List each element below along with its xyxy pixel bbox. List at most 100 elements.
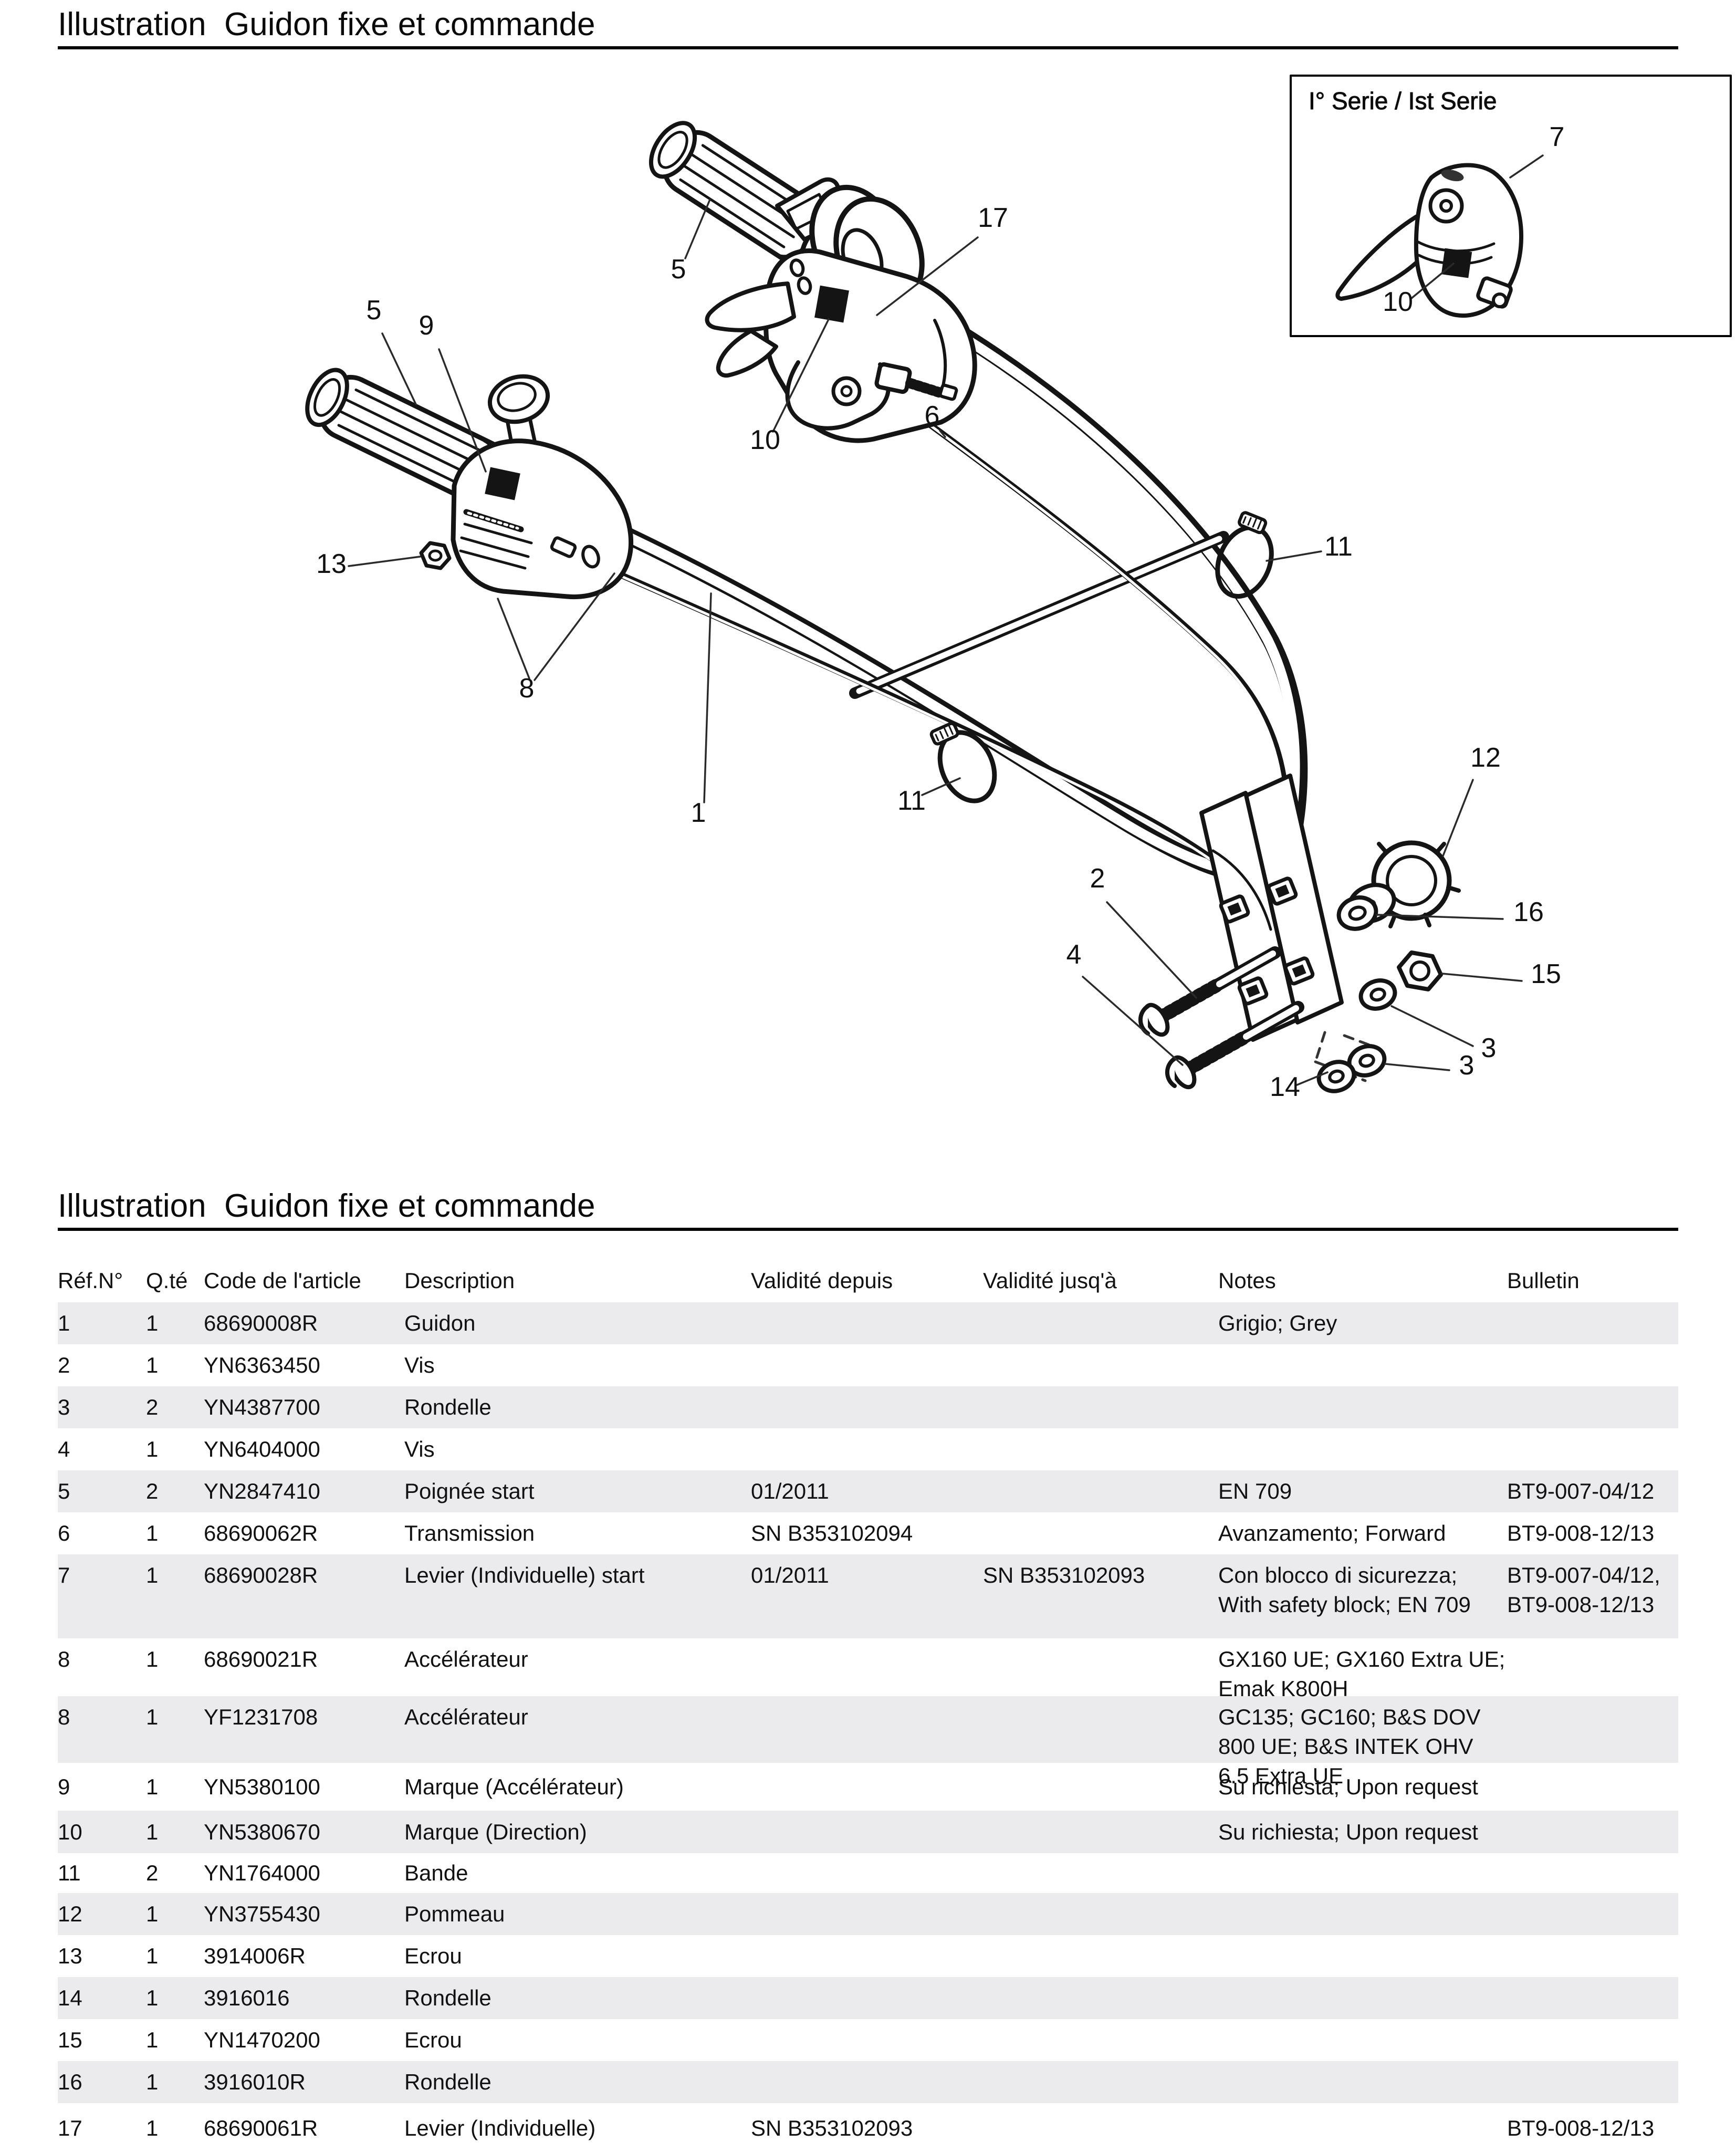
cell-from: SN B353102093 <box>751 2115 913 2140</box>
cell-desc: Accélérateur <box>404 1647 528 1671</box>
leader-lines <box>348 154 1544 1086</box>
cell-bulletin <box>1507 1638 1678 1645</box>
cell-bulletin: BT9-008-12/13 <box>1507 2115 1655 2140</box>
cell-qty: 1 <box>146 2115 159 2140</box>
cell-code: YN1764000 <box>204 1861 320 1885</box>
callout-10-lever: 10 <box>750 425 780 455</box>
cell-ref: 1 <box>58 1311 70 1335</box>
cell-qty: 2 <box>146 1395 159 1419</box>
cell-ref: 8 <box>58 1647 70 1671</box>
cell-ref: 10 <box>58 1819 82 1844</box>
start-lever-assembly <box>451 374 634 600</box>
callout-10-inset: 10 <box>1383 287 1413 317</box>
cell-ref: 7 <box>58 1563 70 1587</box>
cell-desc: Ecrou <box>404 1943 462 1968</box>
cell-from: 01/2011 <box>751 1479 829 1503</box>
cell-code: YN3755430 <box>204 1901 320 1926</box>
cell-desc: Levier (Individuelle) start <box>404 1563 645 1587</box>
throttle-lever-assembly <box>705 177 977 443</box>
cell-notes: Grigio; Grey <box>1218 1311 1337 1335</box>
cell-desc: Rondelle <box>404 1985 491 2010</box>
cell-to <box>983 1638 1218 1645</box>
handlebar-mount-bracket <box>1199 774 1344 1042</box>
cell-to <box>983 1696 1218 1702</box>
cell-desc: Rondelle <box>404 1395 491 1419</box>
header-qty: Q.té <box>146 1268 188 1293</box>
washer-16 <box>1336 895 1378 931</box>
cell-desc: Guidon <box>404 1311 476 1335</box>
cell-code: YN6404000 <box>204 1437 320 1461</box>
cell-code: 3916010R <box>204 2070 306 2094</box>
bracket-holes <box>1219 876 1315 1006</box>
handlebar-cross-brace <box>849 531 1229 699</box>
header-valid-to: Validité jusq'à <box>983 1268 1117 1293</box>
callout-11-right: 11 <box>1324 531 1353 562</box>
start-lever-label-patch <box>485 467 520 500</box>
cell-code: YF1231708 <box>204 1705 318 1729</box>
callout-7-inset: 7 <box>1550 122 1565 152</box>
header-notes: Notes <box>1218 1268 1276 1293</box>
cell-from <box>751 1696 983 1702</box>
cell-qty: 1 <box>146 1563 159 1587</box>
cell-code: 68690021R <box>204 1647 318 1671</box>
cell-desc: Transmission <box>404 1521 535 1545</box>
cell-qty: 1 <box>146 2070 159 2094</box>
cell-desc: Bande <box>404 1861 468 1885</box>
table-header-row: Réf.N° Q.té Code de l'article Descriptio… <box>58 1259 1678 1302</box>
cell-ref: 16 <box>58 2070 82 2094</box>
callout-12: 12 <box>1470 743 1501 773</box>
table-title: Illustration Guidon fixe et commande <box>58 1188 595 1224</box>
callout-16: 16 <box>1513 897 1544 927</box>
cell-desc: Vis <box>404 1437 435 1461</box>
cell-qty: 1 <box>146 1774 159 1799</box>
inset-box <box>1290 75 1732 337</box>
parts-table: Réf.N° Q.té Code de l'article Descriptio… <box>58 1259 1678 2153</box>
cell-code: 68690061R <box>204 2115 318 2140</box>
cell-notes: EN 709 <box>1218 1479 1292 1503</box>
callout-4: 4 <box>1066 939 1082 970</box>
band-clamp-left <box>929 722 997 803</box>
callout-1: 1 <box>691 798 706 828</box>
cell-notes: GX160 UE; GX160 Extra UE; Emak K800H <box>1218 1647 1505 1701</box>
cell-ref: 9 <box>58 1774 70 1799</box>
cell-code: 3916016 <box>204 1985 290 2010</box>
washer-3-upper <box>1358 978 1397 1011</box>
cell-qty: 1 <box>146 1647 159 1671</box>
cell-notes: Con blocco di sicurezza; With safety blo… <box>1218 1563 1471 1617</box>
diagram-canvas: I° Serie / Ist Serie 5171059138611111241… <box>305 75 1732 1102</box>
cell-from: SN B353102094 <box>751 1521 913 1545</box>
throttle-label-patch <box>814 285 849 323</box>
cell-from <box>751 1638 983 1645</box>
cell-ref: 15 <box>58 2027 82 2052</box>
callout-13: 13 <box>316 549 347 579</box>
callout-3-upper: 3 <box>1481 1033 1497 1063</box>
cell-ref: 3 <box>58 1395 70 1419</box>
cell-desc: Poignée start <box>404 1479 535 1503</box>
cell-qty: 1 <box>146 1353 159 1377</box>
cell-qty: 1 <box>146 1985 159 2010</box>
cell-qty: 1 <box>146 1943 159 1968</box>
nut-13 <box>419 541 452 570</box>
callout-8: 8 <box>519 673 535 704</box>
cell-notes: Su richiesta; Upon request <box>1218 1774 1478 1799</box>
cell-code: YN6363450 <box>204 1353 320 1377</box>
cell-code: 68690008R <box>204 1311 318 1335</box>
cell-from: 01/2011 <box>751 1563 829 1587</box>
cell-bulletin: BT9-007-04/12 <box>1507 1479 1655 1503</box>
cell-bulletin: BT9-007-04/12, BT9-008-12/13 <box>1507 1563 1660 1617</box>
page-title: Illustration Guidon fixe et commande <box>58 6 595 43</box>
header-bulletin: Bulletin <box>1507 1268 1580 1293</box>
